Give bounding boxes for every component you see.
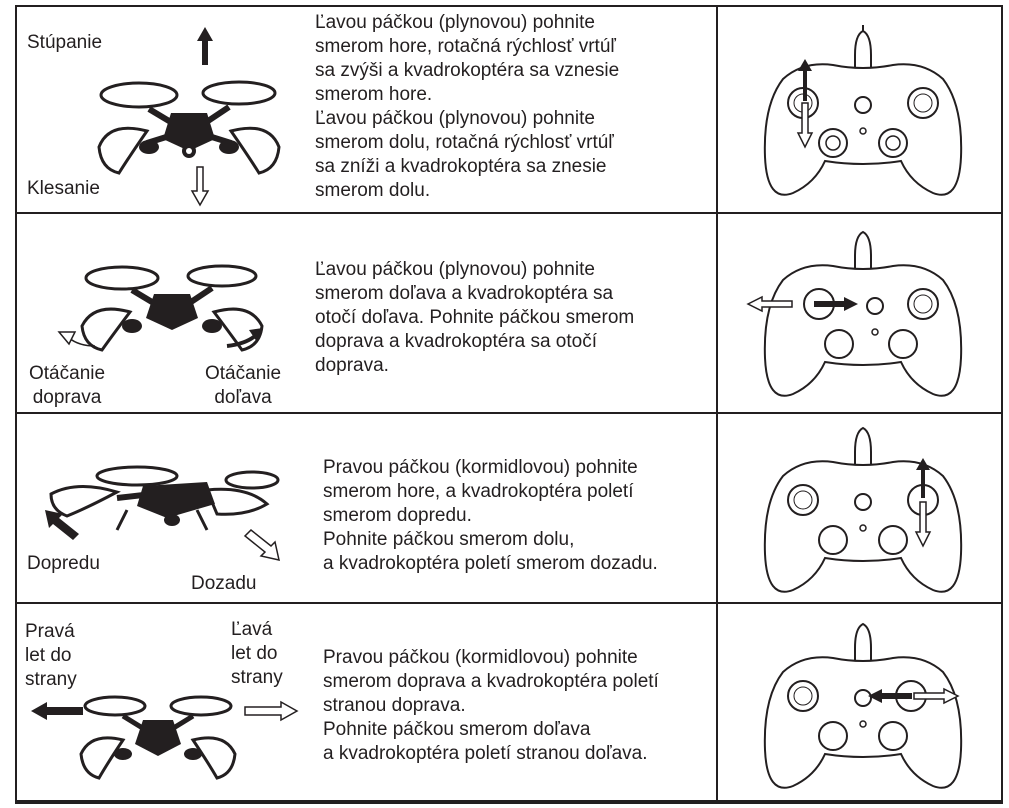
row-rotate: Otáčanie doprava Otáčanie doľava — [17, 214, 1001, 414]
drone-illustration-cell: Pravá let do strany Ľavá let do strany — [17, 604, 315, 800]
drone-icon — [73, 684, 243, 784]
stick-up-arrow-filled-icon — [916, 458, 930, 498]
row-sideways: Pravá let do strany Ľavá let do strany P… — [17, 604, 1001, 802]
row-forward-backward: Dopredu Dozadu Pravou páčkou (kormidlovo… — [17, 414, 1001, 604]
drone-illustration-cell: Otáčanie doprava Otáčanie doľava — [17, 214, 315, 412]
description-forward-backward: Pravou páčkou (kormidlovou) pohnite smer… — [323, 456, 658, 576]
drone-illustration-cell: Dopredu Dozadu — [17, 414, 315, 602]
stick-right-arrow-outline-icon — [914, 689, 958, 703]
stick-left-arrow-filled-icon — [868, 689, 912, 703]
label-backward: Dozadu — [191, 572, 257, 596]
label-right-sideways: Pravá let do strany — [25, 620, 77, 692]
drone-icon — [72, 254, 272, 354]
controller-cell — [718, 214, 1001, 412]
label-forward: Dopredu — [27, 552, 100, 576]
description-ascend-descend: Ľavou páčkou (plynovou) pohnite smerom h… — [315, 11, 619, 203]
stick-right-arrow-filled-icon — [814, 297, 858, 311]
column-divider — [716, 7, 718, 802]
row-ascend-descend: Stúpanie Klesanie — [17, 7, 1001, 214]
label-descend: Klesanie — [27, 177, 100, 201]
controller-cell — [718, 7, 1001, 212]
controller-cell — [718, 414, 1001, 602]
up-arrow-filled-icon — [197, 27, 213, 65]
controller-icon — [763, 618, 963, 796]
label-left-sideways: Ľavá let do strany — [231, 618, 283, 690]
stick-up-arrow-filled-icon — [798, 59, 812, 101]
stick-down-arrow-outline-icon — [798, 103, 812, 147]
controller-icon — [763, 25, 963, 203]
controller-cell — [718, 604, 1001, 800]
drone-icon — [47, 460, 277, 540]
controller-icon — [763, 422, 963, 600]
drone-icon — [89, 69, 289, 179]
drone-illustration-cell: Stúpanie Klesanie — [17, 7, 315, 212]
stick-left-arrow-outline-icon — [748, 297, 792, 311]
description-sideways: Pravou páčkou (kormidlovou) pohnite smer… — [323, 646, 659, 766]
label-rotate-left: Otáčanie doľava — [205, 362, 281, 410]
label-ascend: Stúpanie — [27, 31, 102, 55]
instruction-table: Stúpanie Klesanie — [15, 5, 1003, 804]
controller-icon — [763, 226, 963, 404]
right-arrow-outline-icon — [245, 702, 297, 720]
label-rotate-right: Otáčanie doprava — [29, 362, 105, 410]
description-rotate: Ľavou páčkou (plynovou) pohnite smerom d… — [315, 258, 634, 378]
stick-down-arrow-outline-icon — [916, 502, 930, 546]
